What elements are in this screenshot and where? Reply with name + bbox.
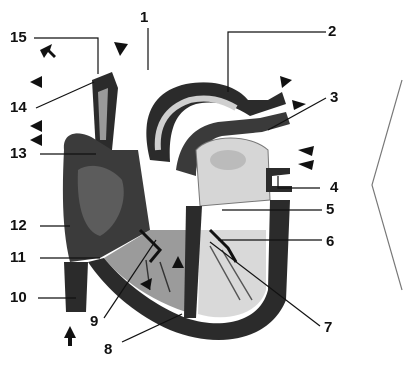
left-atrium <box>196 138 270 206</box>
label-6: 6 <box>326 233 334 250</box>
label-2: 2 <box>328 23 336 40</box>
label-3: 3 <box>330 89 338 106</box>
label-12: 12 <box>10 217 27 234</box>
label-1: 1 <box>140 9 148 26</box>
label-5: 5 <box>326 201 334 218</box>
label-13: 13 <box>10 145 27 162</box>
label-8: 8 <box>104 341 112 358</box>
label-7: 7 <box>324 319 332 336</box>
inferior-vena-cava <box>64 262 88 312</box>
left-ventricle <box>198 230 266 317</box>
label-14: 14 <box>10 99 27 116</box>
label-15: 15 <box>10 29 27 46</box>
label-11: 11 <box>10 249 26 266</box>
label-10: 10 <box>10 289 27 306</box>
side-bracket <box>372 80 402 290</box>
label-4: 4 <box>330 179 339 196</box>
label-9: 9 <box>90 313 98 330</box>
